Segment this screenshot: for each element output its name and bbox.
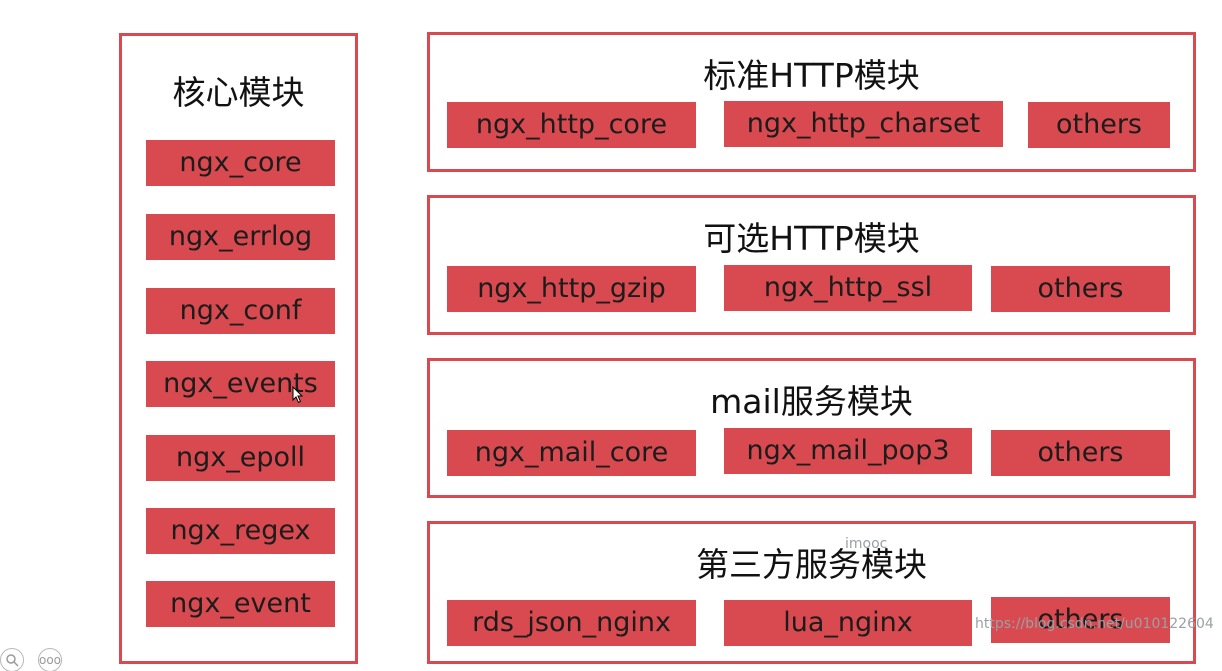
module-item: ngx_http_gzip [447, 266, 696, 312]
third-party-modules-panel: 第三方服务模块 rds_json_nginx lua_nginx others [427, 521, 1196, 664]
standard-http-modules-panel: 标准HTTP模块 ngx_http_core ngx_http_charset … [427, 32, 1196, 172]
core-module-item: ngx_events [146, 361, 335, 407]
module-item: others [991, 597, 1170, 643]
core-module-item: ngx_regex [146, 508, 335, 554]
mail-modules-panel: mail服务模块 ngx_mail_core ngx_mail_pop3 oth… [427, 358, 1196, 498]
mouse-cursor-icon [292, 386, 304, 404]
core-module-item: ngx_core [146, 140, 335, 186]
module-item: ngx_http_charset [724, 101, 1003, 147]
core-modules-panel: 核心模块 ngx_core ngx_errlog ngx_conf ngx_ev… [119, 33, 358, 664]
core-module-item: ngx_errlog [146, 214, 335, 260]
module-item: others [991, 266, 1170, 312]
core-modules-title: 核心模块 [172, 73, 305, 112]
mail-modules-title: mail服务模块 [710, 382, 913, 421]
optional-http-modules-panel: 可选HTTP模块 ngx_http_gzip ngx_http_ssl othe… [427, 195, 1196, 335]
core-module-item: ngx_conf [146, 288, 335, 334]
module-item: ngx_mail_core [447, 430, 696, 476]
module-item: others [991, 430, 1170, 476]
module-item: ngx_mail_pop3 [724, 428, 972, 474]
module-item: rds_json_nginx [447, 600, 696, 646]
module-item: others [1028, 102, 1170, 148]
third-party-modules-title: 第三方服务模块 [696, 545, 927, 584]
module-item: lua_nginx [724, 600, 972, 646]
center-watermark: imooc [845, 536, 888, 552]
url-watermark: https://blog.csdn.net/u010122604 [975, 616, 1214, 632]
module-item: ngx_http_ssl [724, 265, 972, 311]
more-icon[interactable]: ooo [38, 648, 62, 671]
core-module-item: ngx_event [146, 581, 335, 627]
module-item: ngx_http_core [447, 102, 696, 148]
optional-http-modules-title: 可选HTTP模块 [703, 219, 920, 258]
magnifier-glyph [6, 654, 19, 667]
standard-http-modules-title: 标准HTTP模块 [703, 56, 920, 95]
magnifier-icon[interactable] [0, 648, 24, 671]
core-module-item: ngx_epoll [146, 435, 335, 481]
